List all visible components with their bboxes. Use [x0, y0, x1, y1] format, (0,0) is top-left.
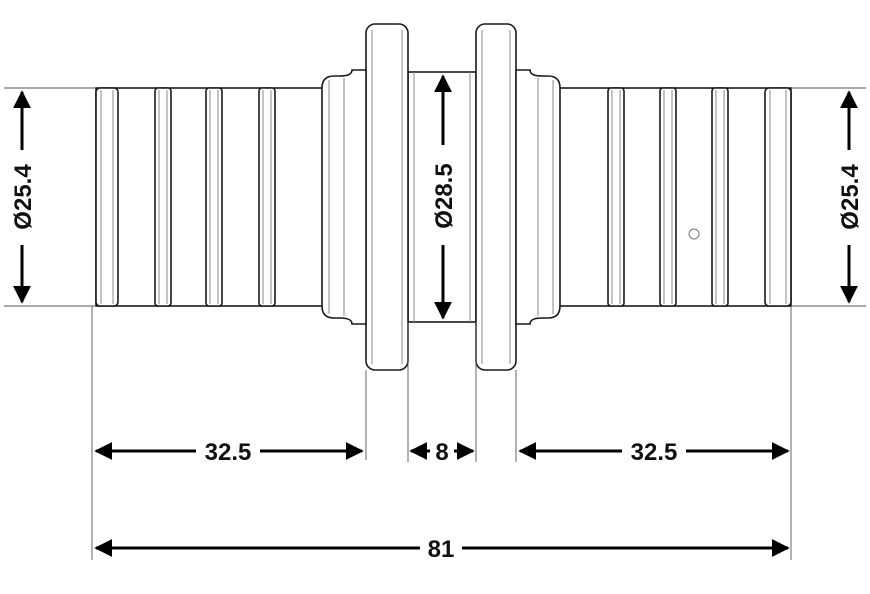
- center-length-label: 8: [435, 439, 448, 466]
- dimension-total-length: 81: [94, 536, 790, 563]
- left-tube: [95, 87, 367, 307]
- total-length-label: 81: [428, 536, 455, 563]
- left-diameter-label: Ø25.4: [10, 164, 37, 230]
- marking-dot: [688, 228, 700, 240]
- center-diameter-label: Ø28.5: [431, 163, 458, 228]
- right-tube: [515, 87, 792, 307]
- dimension-right-length: 32.5: [518, 439, 790, 466]
- right-length-label: 32.5: [631, 439, 678, 466]
- coupling-body: [95, 23, 792, 371]
- dimension-center-diameter: Ø28.5: [431, 74, 458, 320]
- extension-lines: [4, 87, 866, 560]
- dimension-left-length: 32.5: [94, 439, 364, 466]
- dimension-left-diameter: Ø25.4: [10, 90, 37, 304]
- right-end-band: [764, 87, 792, 307]
- left-length-label: 32.5: [205, 439, 252, 466]
- right-diameter-label: Ø25.4: [837, 164, 864, 230]
- dimension-right-diameter: Ø25.4: [837, 90, 864, 304]
- dimension-center-length: 8: [409, 439, 475, 466]
- left-end-band: [95, 87, 119, 307]
- left-barbs: [154, 69, 367, 325]
- right-barbs: [515, 69, 729, 325]
